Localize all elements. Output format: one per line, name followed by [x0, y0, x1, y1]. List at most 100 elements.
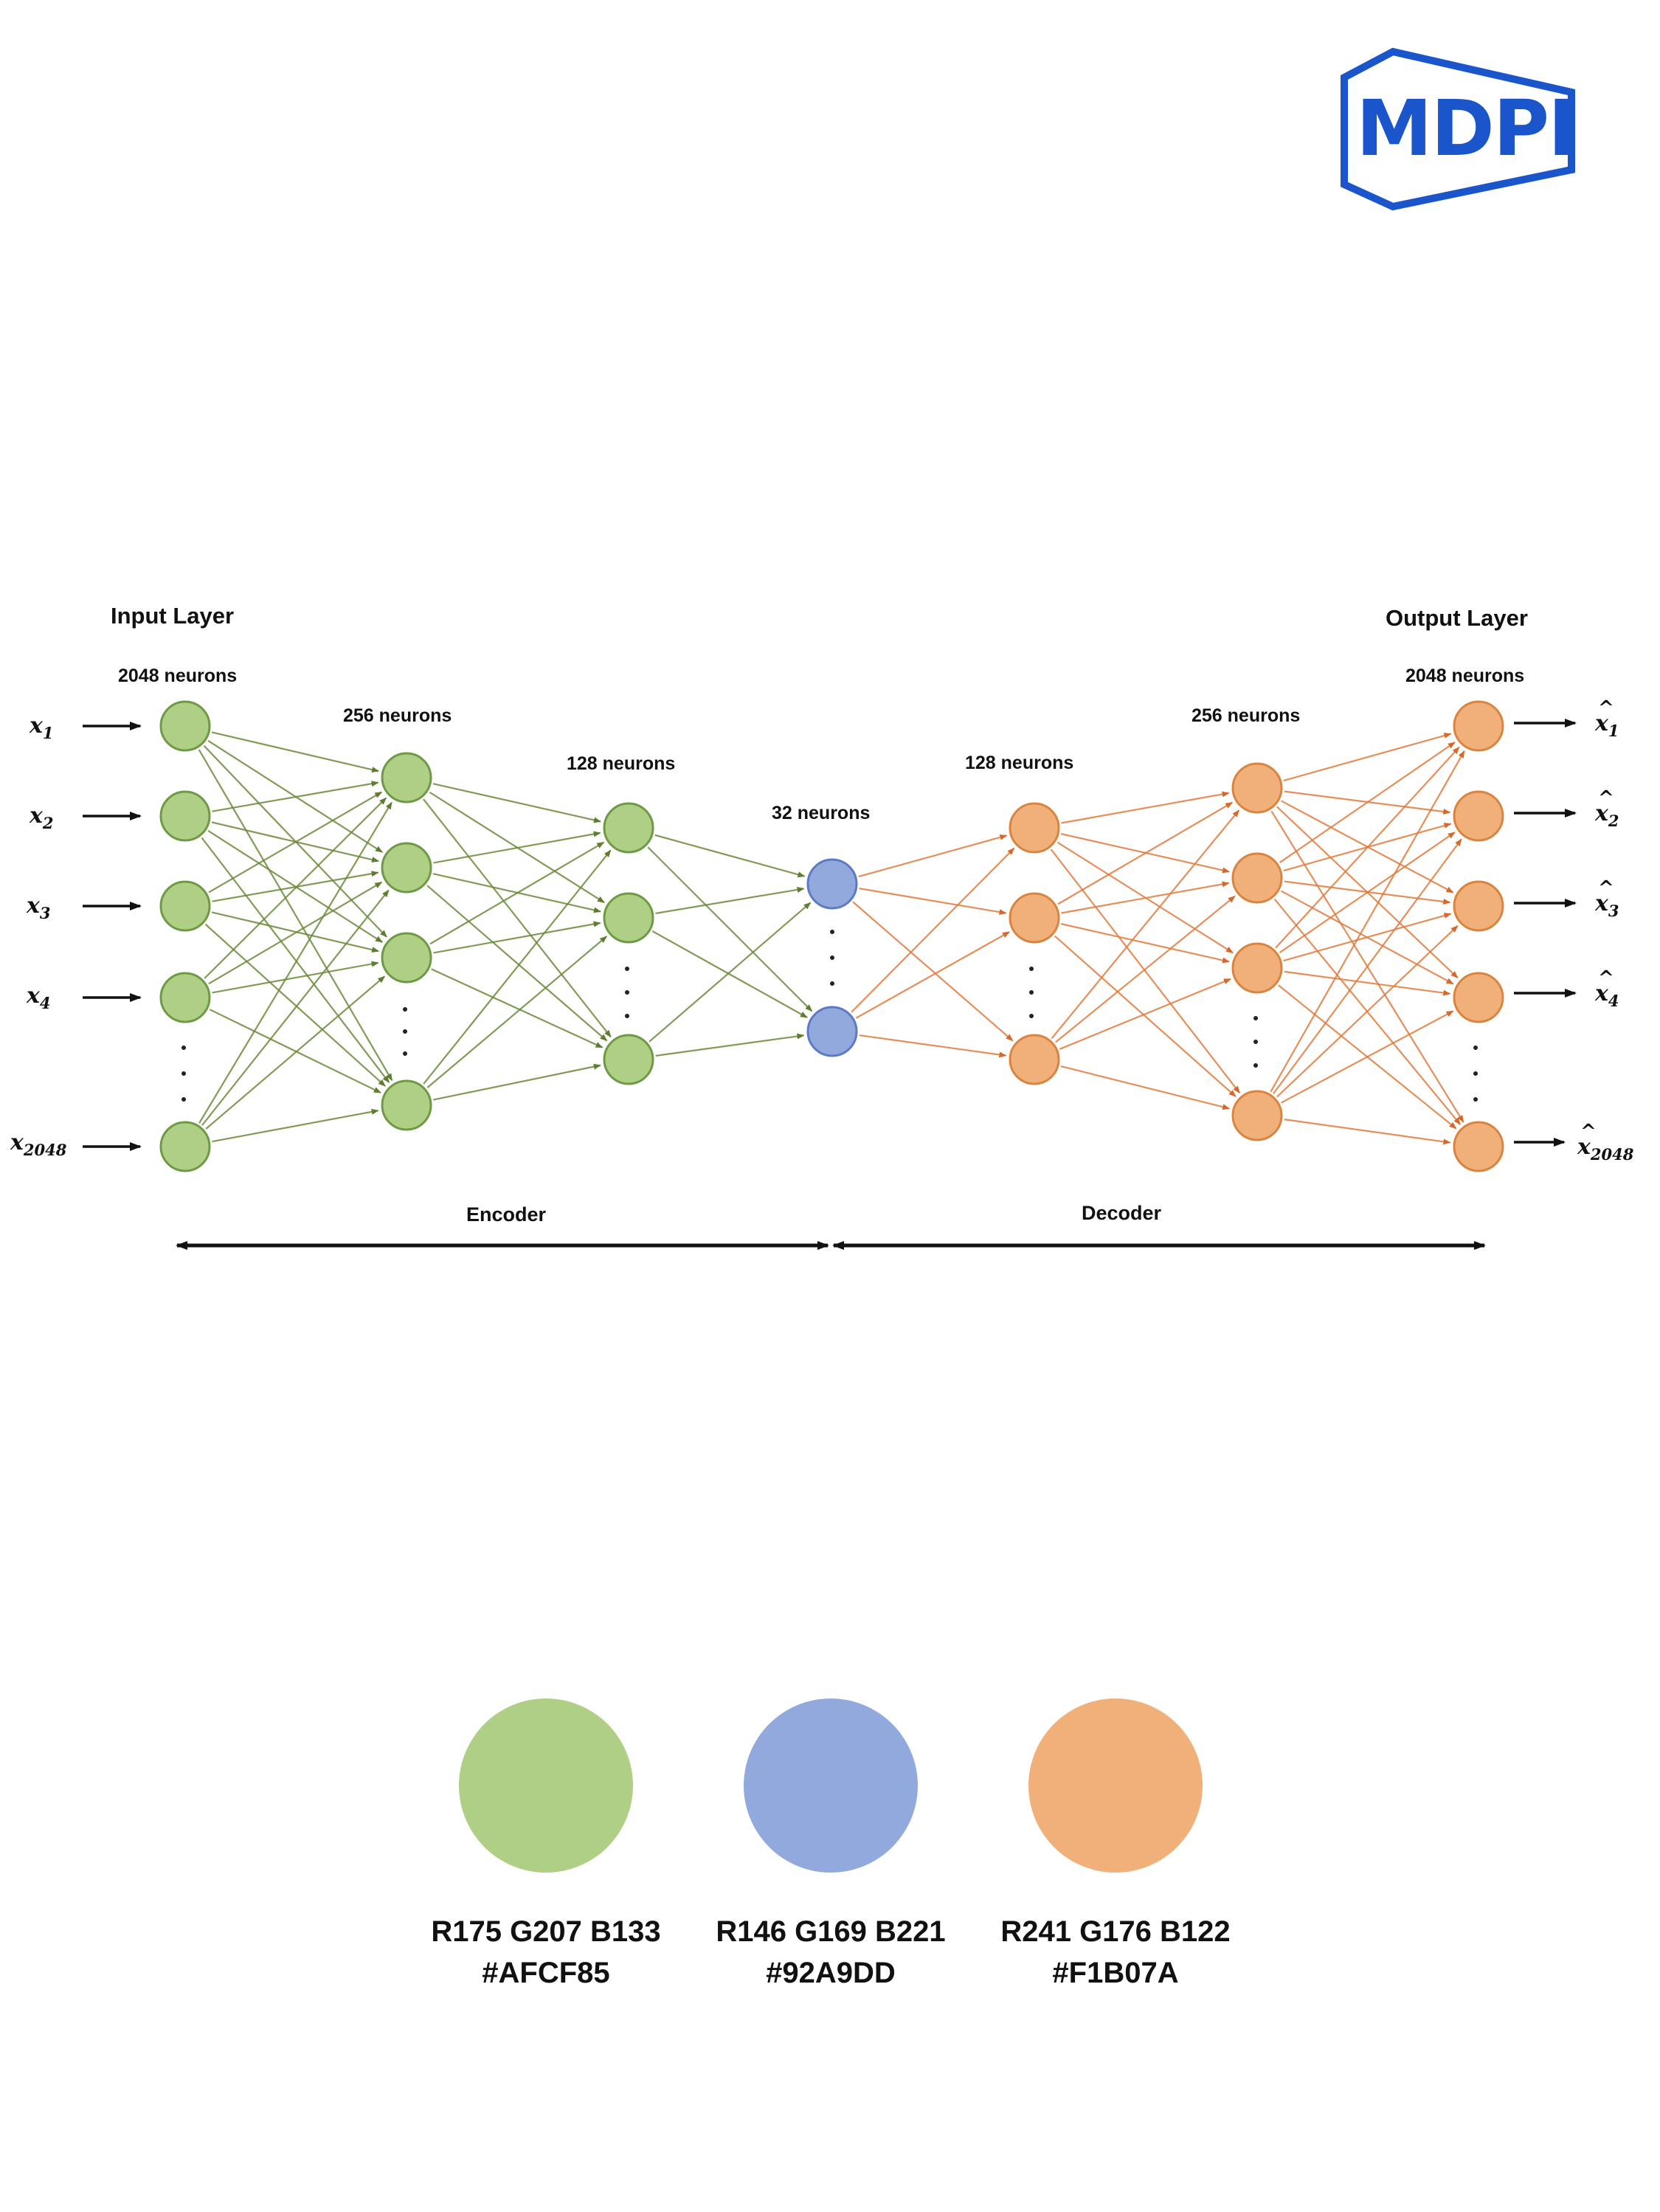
edge-dec256-3-to-output-3 [1281, 1010, 1454, 1104]
neuron-dec256-1 [1231, 852, 1283, 904]
mdpi-logo-text: MDPI [1356, 83, 1575, 173]
edge-input-4-to-enc256-2 [205, 975, 386, 1130]
edge-dec256-3-to-output-4 [1284, 1119, 1451, 1145]
neuron-enc128-2 [603, 1034, 654, 1085]
neuron-output-1 [1453, 790, 1504, 842]
neuron-enc256-1 [381, 842, 432, 894]
svg-text:^: ^ [1598, 787, 1614, 809]
neurons-label-enc256: 256 neurons [343, 705, 452, 726]
svg-text:x2048: x2048 [1577, 1134, 1634, 1164]
edge-enc128-0-to-latent-1 [647, 846, 813, 1012]
swatch-blue-hex: #92A9DD [766, 1957, 896, 1989]
svg-text:x4: x4 [26, 983, 51, 1012]
edge-dec256-2-to-output-2 [1283, 913, 1452, 962]
input-variables: x1 x2 x3 x4 x2048 [10, 713, 142, 1159]
neuron-latent-0 [806, 858, 858, 910]
neurons-label-dec256: 256 neurons [1192, 705, 1300, 726]
edge-dec128-2-to-dec256-1 [1054, 895, 1236, 1043]
swatch-orange-rgb: R241 G176 B122 [1000, 1915, 1231, 1948]
connection-edges [198, 731, 1465, 1145]
output-x4-hat: ^ x4 [1514, 967, 1619, 1010]
edge-latent-1-to-dec128-0 [851, 847, 1015, 1013]
swatch-green [459, 1698, 633, 1873]
color-swatches [459, 1698, 1203, 1873]
edge-dec128-2-to-dec256-0 [1051, 809, 1240, 1040]
neuron-input-4 [159, 1121, 211, 1172]
neuron-input-2 [159, 880, 211, 932]
edge-input-1-to-enc256-3 [201, 837, 390, 1083]
edge-input-4-to-enc256-1 [201, 889, 390, 1126]
svg-text:x1: x1 [29, 713, 54, 742]
neuron-dec128-0 [1009, 802, 1060, 854]
neuron-input-3 [159, 972, 211, 1023]
input-x1: x1 [29, 713, 142, 742]
swatch-orange-caption: R241 G176 B122 #F1B07A [983, 1911, 1248, 1994]
edge-enc256-0-to-enc128-0 [432, 783, 601, 823]
edge-input-3-to-enc256-2 [212, 961, 379, 994]
input-x2: x2 [29, 803, 142, 832]
edge-dec256-3-to-output-2 [1276, 925, 1459, 1098]
edge-enc256-3-to-enc128-0 [423, 849, 612, 1085]
svg-text:x1: x1 [1594, 711, 1619, 740]
svg-text:^: ^ [1580, 1121, 1597, 1143]
neuron-enc256-0 [381, 752, 432, 803]
swatch-blue-rgb: R146 G169 B221 [716, 1915, 946, 1948]
svg-text:^: ^ [1598, 877, 1614, 899]
encoder-label: Encoder [466, 1203, 547, 1226]
edge-input-2-to-enc256-3 [204, 923, 386, 1087]
edge-enc256-3-to-enc128-2 [433, 1063, 601, 1101]
edge-input-2-to-enc256-1 [212, 871, 379, 902]
svg-text:x4: x4 [1594, 981, 1619, 1010]
svg-text:x3: x3 [1594, 891, 1619, 920]
edge-input-2-to-enc256-2 [211, 911, 379, 953]
output-x2-hat: ^ x2 [1514, 787, 1619, 830]
edge-dec256-2-to-output-0 [1275, 747, 1460, 949]
neuron-output-0 [1453, 700, 1504, 752]
edge-dec128-0-to-dec256-0 [1061, 791, 1230, 824]
edge-latent-1-to-dec128-1 [855, 931, 1010, 1019]
neuron-dec256-0 [1231, 762, 1283, 814]
neuron-dec256-3 [1231, 1090, 1283, 1141]
neuron-enc256-2 [381, 932, 432, 984]
input-x3: x3 [26, 893, 142, 922]
svg-text:x2048: x2048 [10, 1130, 67, 1159]
edge-enc256-1-to-enc128-0 [433, 831, 601, 864]
edge-dec256-2-to-output-1 [1279, 832, 1456, 953]
neuron-enc128-1 [603, 892, 654, 944]
swatch-green-hex: #AFCF85 [482, 1957, 610, 1989]
svg-text:^: ^ [1598, 967, 1614, 989]
edge-enc128-0-to-latent-0 [654, 834, 806, 878]
edge-dec256-2-to-output-3 [1284, 970, 1451, 996]
neuron-dec128-1 [1009, 892, 1060, 944]
neuron-enc128-0 [603, 802, 654, 854]
edge-dec128-1-to-dec256-0 [1057, 801, 1234, 905]
edge-input-3-to-enc256-0 [204, 797, 387, 979]
ellipsis-dots [181, 930, 1478, 1102]
input-x2048: x2048 [10, 1130, 142, 1159]
svg-text:x3: x3 [26, 893, 51, 922]
edge-input-1-to-enc256-0 [212, 781, 379, 812]
edge-latent-0-to-dec128-0 [858, 834, 1008, 878]
neuron-enc256-3 [381, 1079, 432, 1131]
neurons-label-output: 2048 neurons [1405, 666, 1524, 686]
neuron-input-1 [159, 790, 211, 842]
edge-dec256-1-to-output-0 [1279, 742, 1456, 863]
edge-input-0-to-enc256-0 [211, 731, 379, 773]
edge-input-4-to-enc256-0 [198, 801, 392, 1124]
swatch-orange [1028, 1698, 1203, 1873]
output-x2048-hat: ^ x2048 [1514, 1121, 1634, 1164]
swatch-green-caption: R175 G207 B133 #AFCF85 [413, 1911, 679, 1994]
output-layer-title: Output Layer [1386, 605, 1528, 631]
edge-input-3-to-enc256-3 [209, 1009, 381, 1093]
neurons-label-dec128: 128 neurons [965, 753, 1073, 773]
edge-dec128-1-to-dec256-2 [1060, 923, 1230, 964]
edge-latent-1-to-dec128-2 [859, 1034, 1007, 1058]
edge-input-0-to-enc256-3 [198, 749, 393, 1082]
neuron-latent-1 [806, 1006, 858, 1057]
mdpi-logo-hexagon [1341, 47, 1575, 211]
edge-enc256-0-to-enc128-2 [423, 798, 612, 1038]
decoder-label: Decoder [1082, 1202, 1162, 1224]
neurons [159, 700, 1504, 1172]
edge-enc256-2-to-enc128-1 [433, 921, 601, 954]
output-variables: ^ x1 ^ x2 ^ x3 ^ x4 ^ x2048 [1514, 697, 1634, 1164]
